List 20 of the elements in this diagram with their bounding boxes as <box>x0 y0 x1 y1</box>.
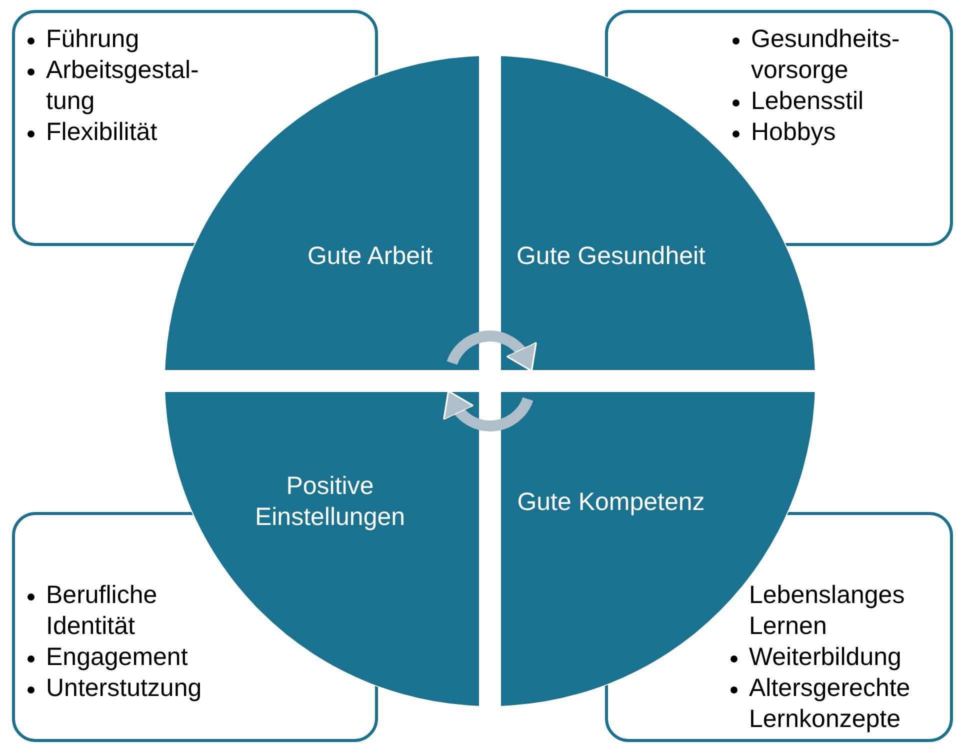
list-item-text: Flexibilität <box>46 117 158 148</box>
cycle-arrow <box>444 390 534 432</box>
segment-label: Gute Kompetenz <box>517 486 705 518</box>
list-item-text: Hobbys <box>751 117 836 148</box>
list-item-text: Weiterbildung <box>749 642 902 673</box>
list-item-text: Unterstutzung <box>46 673 202 704</box>
list-item-text: Führung <box>46 24 140 55</box>
list-item-text: Lebensstil <box>751 86 864 117</box>
cycle-arrow <box>446 330 536 372</box>
segment-label: Gute Gesundheit <box>516 240 706 272</box>
text-card <box>605 10 953 246</box>
list-item-text: Gesundheits- vorsorge <box>751 24 901 86</box>
list-item-text: Altersgerechte Lernkonzepte <box>749 673 912 735</box>
list-item-text: Arbeitsgestal- tung <box>46 55 200 117</box>
text-card <box>12 10 378 246</box>
list-item-text: Berufliche Identität <box>46 580 158 642</box>
segment-label: Gute Arbeit <box>307 240 433 272</box>
list-item-text: Lebenslanges Lernen <box>749 580 906 642</box>
segment-label: Positive Einstellungen <box>254 471 406 533</box>
list-item-text: Engagement <box>46 642 188 673</box>
